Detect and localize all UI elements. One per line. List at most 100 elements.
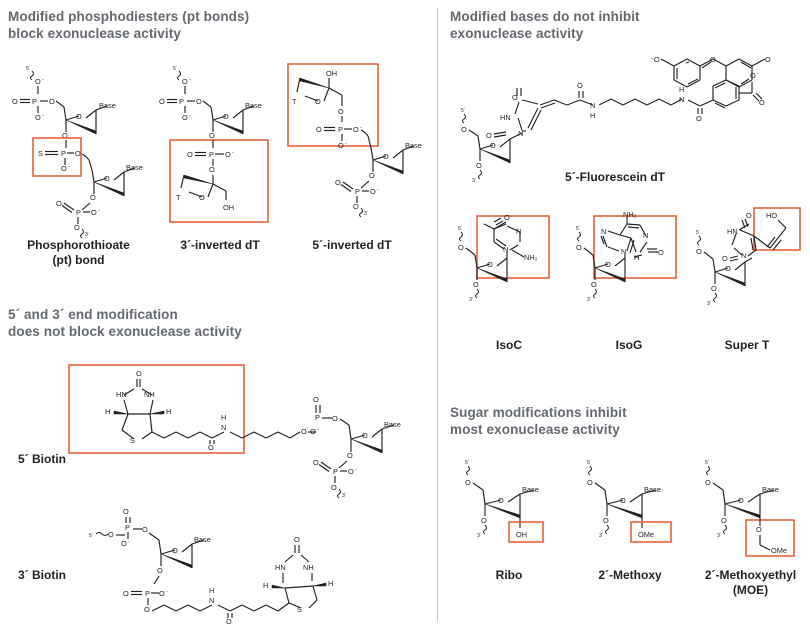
svg-text:O: O — [765, 55, 771, 64]
svg-text:O: O — [756, 525, 762, 534]
svg-text:O: O — [136, 369, 142, 378]
svg-text:O: O — [301, 427, 307, 436]
svg-text:3´: 3´ — [599, 533, 604, 539]
svg-text:N: N — [601, 227, 606, 236]
svg-text:3´: 3´ — [469, 297, 474, 303]
svg-text:N: N — [516, 227, 521, 236]
svg-text:S: S — [130, 436, 135, 445]
label-five-prime-biotin: 5´ Biotin — [18, 452, 66, 466]
svg-text:O: O — [225, 150, 231, 159]
svg-text:P: P — [145, 589, 150, 598]
label-fluorescein-dt: 5´-Fluorescein dT — [564, 170, 665, 184]
svg-text:Base: Base — [644, 485, 661, 494]
svg-text:-: - — [345, 141, 347, 147]
svg-text:O: O — [35, 77, 41, 86]
svg-text:H: H — [209, 586, 214, 595]
svg-text:O: O — [187, 150, 193, 159]
right-panel: Modified bases do not inhibit exonucleas… — [440, 0, 810, 629]
svg-text:O: O — [577, 81, 583, 90]
svg-text:H: H — [634, 253, 639, 262]
svg-text:O: O — [362, 431, 368, 440]
svg-text:O: O — [182, 113, 188, 122]
svg-text:H: H — [166, 407, 171, 416]
svg-text:O: O — [335, 178, 341, 187]
svg-text:O: O — [473, 280, 479, 289]
svg-text:O: O — [123, 589, 129, 598]
label-three-prime-inverted-dt: 3´-inverted dT — [180, 238, 260, 252]
structure-three-prime-inverted-dt: 5´ O - P O O - O O Base O — [156, 58, 286, 233]
structure-isoc: 5´ O O O 3´ N O N — [454, 212, 569, 332]
svg-text:O: O — [209, 165, 215, 174]
svg-text:HN: HN — [116, 390, 127, 399]
svg-text:P: P — [32, 97, 37, 106]
svg-text:O: O — [705, 478, 711, 487]
structure-isog: 5´ O O O 3´ N N — [574, 210, 694, 332]
svg-text:Base: Base — [126, 163, 143, 172]
svg-text:H: H — [590, 111, 595, 120]
svg-text:HN: HN — [500, 113, 511, 122]
svg-text:O: O — [313, 458, 319, 467]
svg-text:O: O — [576, 243, 582, 252]
svg-text:5´: 5´ — [576, 226, 581, 232]
svg-text:N: N — [643, 231, 648, 240]
svg-text:O: O — [331, 483, 337, 492]
svg-text:O: O — [746, 211, 752, 220]
heading-sugar-modifications: Sugar modifications inhibit most exonucl… — [450, 405, 627, 437]
svg-text:O: O — [383, 152, 389, 161]
svg-text:P: P — [315, 413, 320, 422]
structure-two-prime-methoxyethyl: 5´ O O Base O 3´ O OMe — [698, 452, 810, 567]
svg-text:-: - — [42, 77, 44, 83]
svg-text:3´: 3´ — [342, 493, 347, 499]
svg-text:O: O — [591, 280, 597, 289]
svg-text:-: - — [317, 427, 319, 433]
svg-text:T: T — [176, 193, 181, 202]
svg-text:O: O — [159, 589, 165, 598]
svg-text:O: O — [104, 174, 110, 183]
svg-text:NH: NH — [144, 390, 155, 399]
svg-text:O: O — [504, 213, 510, 222]
svg-text:5´: 5´ — [89, 533, 94, 539]
svg-text:-: - — [355, 467, 357, 473]
svg-text:O: O — [710, 55, 716, 64]
svg-text:N: N — [679, 95, 684, 104]
heading-end-modification: 5´ and 3´ end modification does not bloc… — [8, 307, 242, 339]
svg-text:5´: 5´ — [587, 460, 592, 466]
svg-text:OMe: OMe — [638, 530, 654, 539]
svg-text:O: O — [208, 443, 214, 452]
svg-text:-: - — [757, 71, 759, 77]
svg-text:O: O — [56, 199, 62, 208]
svg-text:O: O — [121, 539, 127, 548]
svg-text:O: O — [76, 112, 82, 121]
structure-three-prime-biotin: 5´ O P O O - O O Base O — [75, 507, 415, 628]
svg-text:O: O — [315, 97, 321, 106]
svg-text:T: T — [292, 97, 297, 106]
svg-text:O: O — [226, 617, 232, 626]
svg-text:O: O — [498, 496, 504, 505]
svg-text:O: O — [61, 164, 67, 173]
svg-text:NH₂: NH₂ — [623, 210, 637, 219]
label-two-prime-methoxyethyl: 2´-Methoxyethyl (MOE) — [704, 568, 797, 597]
svg-text:HO: HO — [766, 211, 777, 220]
svg-text:O: O — [338, 107, 344, 116]
structure-fluorescein-dt: 5´ O O O 3´ N HN O O — [460, 48, 805, 188]
svg-text:O: O — [486, 131, 492, 140]
svg-text:-: - — [189, 77, 191, 83]
svg-text:P: P — [333, 467, 338, 476]
svg-text:O: O — [62, 131, 68, 140]
svg-text:H: H — [105, 407, 110, 416]
label-isog: IsoG — [615, 338, 643, 352]
svg-text:O: O — [605, 260, 611, 269]
svg-text:O: O — [338, 141, 344, 150]
svg-text:-: - — [68, 164, 70, 170]
svg-text:O: O — [370, 187, 376, 196]
svg-text:5´: 5´ — [465, 460, 470, 466]
svg-text:O: O — [159, 97, 165, 106]
svg-text:5´: 5´ — [458, 226, 463, 232]
svg-text:-: - — [42, 113, 44, 119]
svg-text:O: O — [123, 507, 129, 516]
svg-text:O: O — [74, 223, 80, 232]
svg-text:Base: Base — [522, 485, 539, 494]
structure-five-prime-biotin: O HN NH H H S O — [60, 362, 420, 502]
svg-text:NH: NH — [303, 563, 314, 572]
svg-text:O: O — [91, 208, 97, 217]
